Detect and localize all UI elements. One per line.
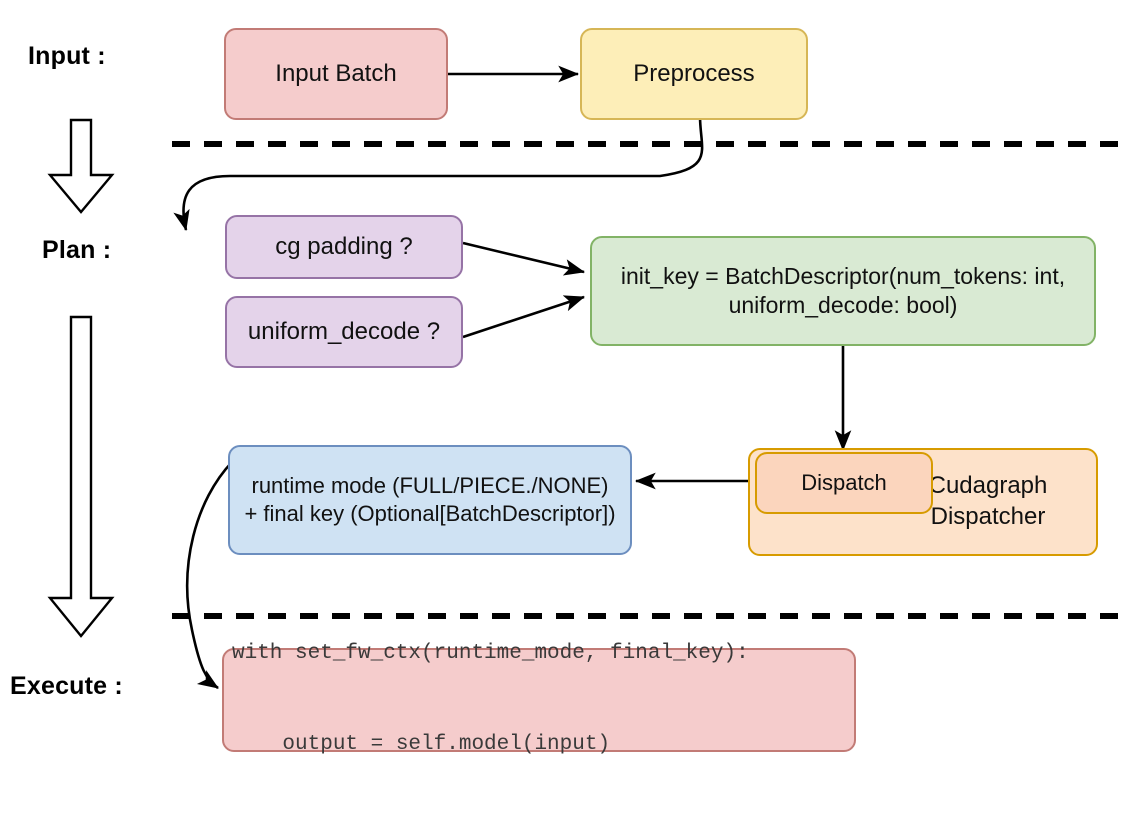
node-cudagraph-dispatcher-label-line2: Dispatcher <box>930 503 1046 530</box>
node-init-key[interactable]: init_key = BatchDescriptor(num_tokens: i… <box>590 236 1096 346</box>
node-cg-padding-label: cg padding ? <box>275 232 413 260</box>
stage-label-plan: Plan : <box>42 236 112 264</box>
node-uniform-decode-label: uniform_decode ? <box>247 317 441 345</box>
node-dispatch-label: Dispatch <box>801 469 887 495</box>
node-uniform-decode[interactable]: uniform_decode ? <box>225 296 463 368</box>
edge-preprocess-to-cg-padding <box>173 115 704 232</box>
node-execute-code-line2: output = self.model(input) <box>232 733 611 757</box>
node-execute-code-line1: with set_fw_ctx(runtime_mode, final_key)… <box>232 642 749 666</box>
node-dispatch[interactable]: Dispatch <box>755 452 933 514</box>
node-cudagraph-dispatcher-label-line1: Cudagraph <box>928 472 1048 500</box>
node-init-key-label-line1: init_key = BatchDescriptor(num_tokens: i… <box>620 262 1066 289</box>
node-runtime-mode[interactable]: runtime mode (FULL/PIECE./NONE) + final … <box>228 445 632 555</box>
node-input-batch-label: Input Batch <box>275 59 397 87</box>
stage-arrow-input-to-plan <box>47 118 115 214</box>
edge-cg-padding-to-init-key <box>462 241 586 276</box>
node-cg-padding[interactable]: cg padding ? <box>225 215 463 279</box>
node-preprocess[interactable]: Preprocess <box>580 28 808 120</box>
node-input-batch[interactable]: Input Batch <box>224 28 448 120</box>
node-runtime-mode-label-line2: + final key (Optional[BatchDescriptor]) <box>244 501 616 526</box>
edge-uniform-decode-to-init-key <box>462 295 585 339</box>
stage-label-input: Input : <box>28 42 106 70</box>
node-init-key-label-line2: uniform_decode: bool) <box>728 292 958 318</box>
stage-arrow-plan-to-execute <box>47 315 115 638</box>
node-preprocess-label: Preprocess <box>633 59 755 87</box>
diagram-canvas: Input : Plan : Execute : Input Batch Pre… <box>10 28 1122 756</box>
stage-label-execute: Execute : <box>10 672 123 700</box>
node-execute-code[interactable]: with set_fw_ctx(runtime_mode, final_key)… <box>222 642 856 756</box>
node-runtime-mode-label-line1: runtime mode (FULL/PIECE./NONE) <box>251 472 609 498</box>
